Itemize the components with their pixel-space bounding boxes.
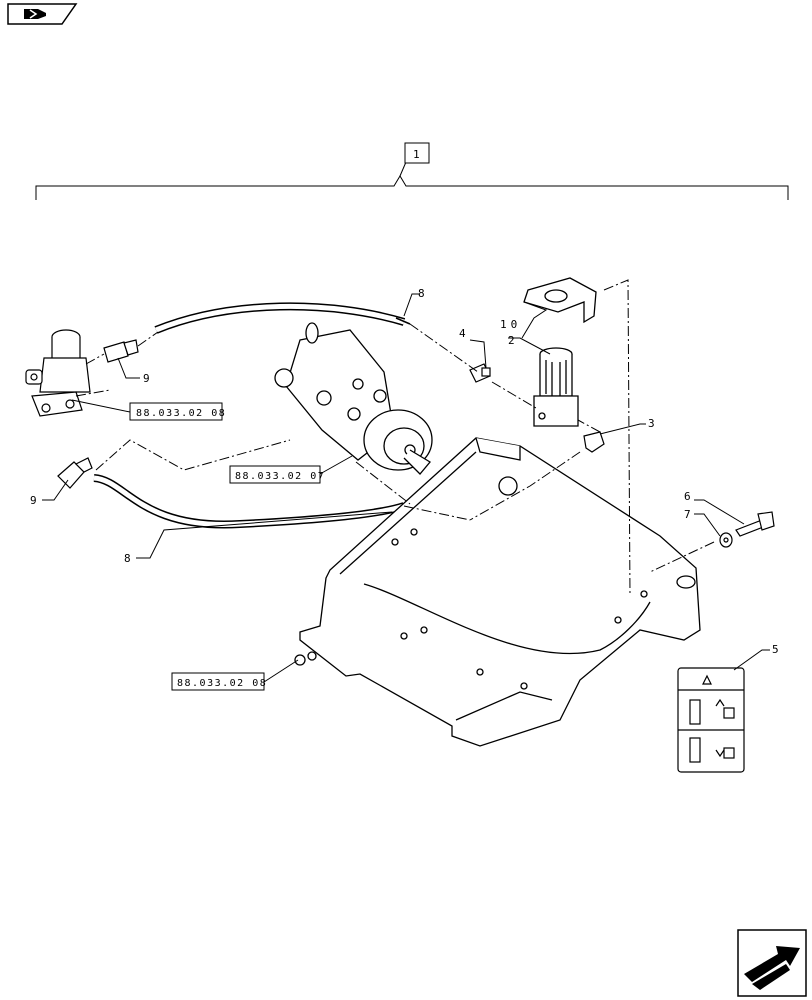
- ref-center-valve: 88.033.02 07: [235, 471, 325, 482]
- ref-box-frame[interactable]: 88.033.02 08: [171, 659, 299, 691]
- assembly-number-box: [404, 142, 430, 164]
- callout-9-bottom: 9: [30, 494, 37, 507]
- fitting-top: [103, 339, 139, 363]
- fitting-3: [583, 431, 605, 453]
- fitting-4: [469, 363, 491, 383]
- callout-10: 10: [500, 318, 521, 331]
- ref-frame: 88.033.02 08: [177, 678, 267, 689]
- callout-9-top: 9: [143, 372, 150, 385]
- ref-box-center-valve[interactable]: 88.033.02 07: [229, 455, 353, 484]
- center-valve: [274, 322, 433, 475]
- assembly-number: 1: [413, 148, 420, 161]
- callout-7: 7: [684, 508, 691, 521]
- assembly-brace: [35, 161, 789, 200]
- previous-page-icon[interactable]: [7, 3, 78, 25]
- callout-5: 5: [772, 643, 779, 656]
- callout-3: 3: [648, 417, 655, 430]
- hose-top: [154, 302, 411, 334]
- left-valve: [25, 329, 91, 417]
- callout-4: 4: [459, 327, 466, 340]
- connection-lines: [75, 279, 715, 597]
- safety-decal: [677, 667, 745, 773]
- callout-8-top: 8: [418, 287, 425, 300]
- ref-left-valve: 88.033.02 08: [136, 408, 226, 419]
- pressure-regulator: [533, 347, 579, 427]
- bolt-and-washer: [719, 511, 775, 548]
- ref-box-left-valve[interactable]: 88.033.02 08: [71, 399, 226, 421]
- next-page-icon[interactable]: [737, 929, 807, 997]
- callout-8-bottom: 8: [124, 552, 131, 565]
- bracket: [523, 277, 597, 324]
- main-frame: [294, 437, 701, 747]
- fitting-bottom: [57, 457, 93, 489]
- callout-2: 2: [508, 334, 515, 347]
- hose-bottom: [93, 474, 406, 529]
- callout-leaders: [42, 293, 770, 671]
- callout-6: 6: [684, 490, 691, 503]
